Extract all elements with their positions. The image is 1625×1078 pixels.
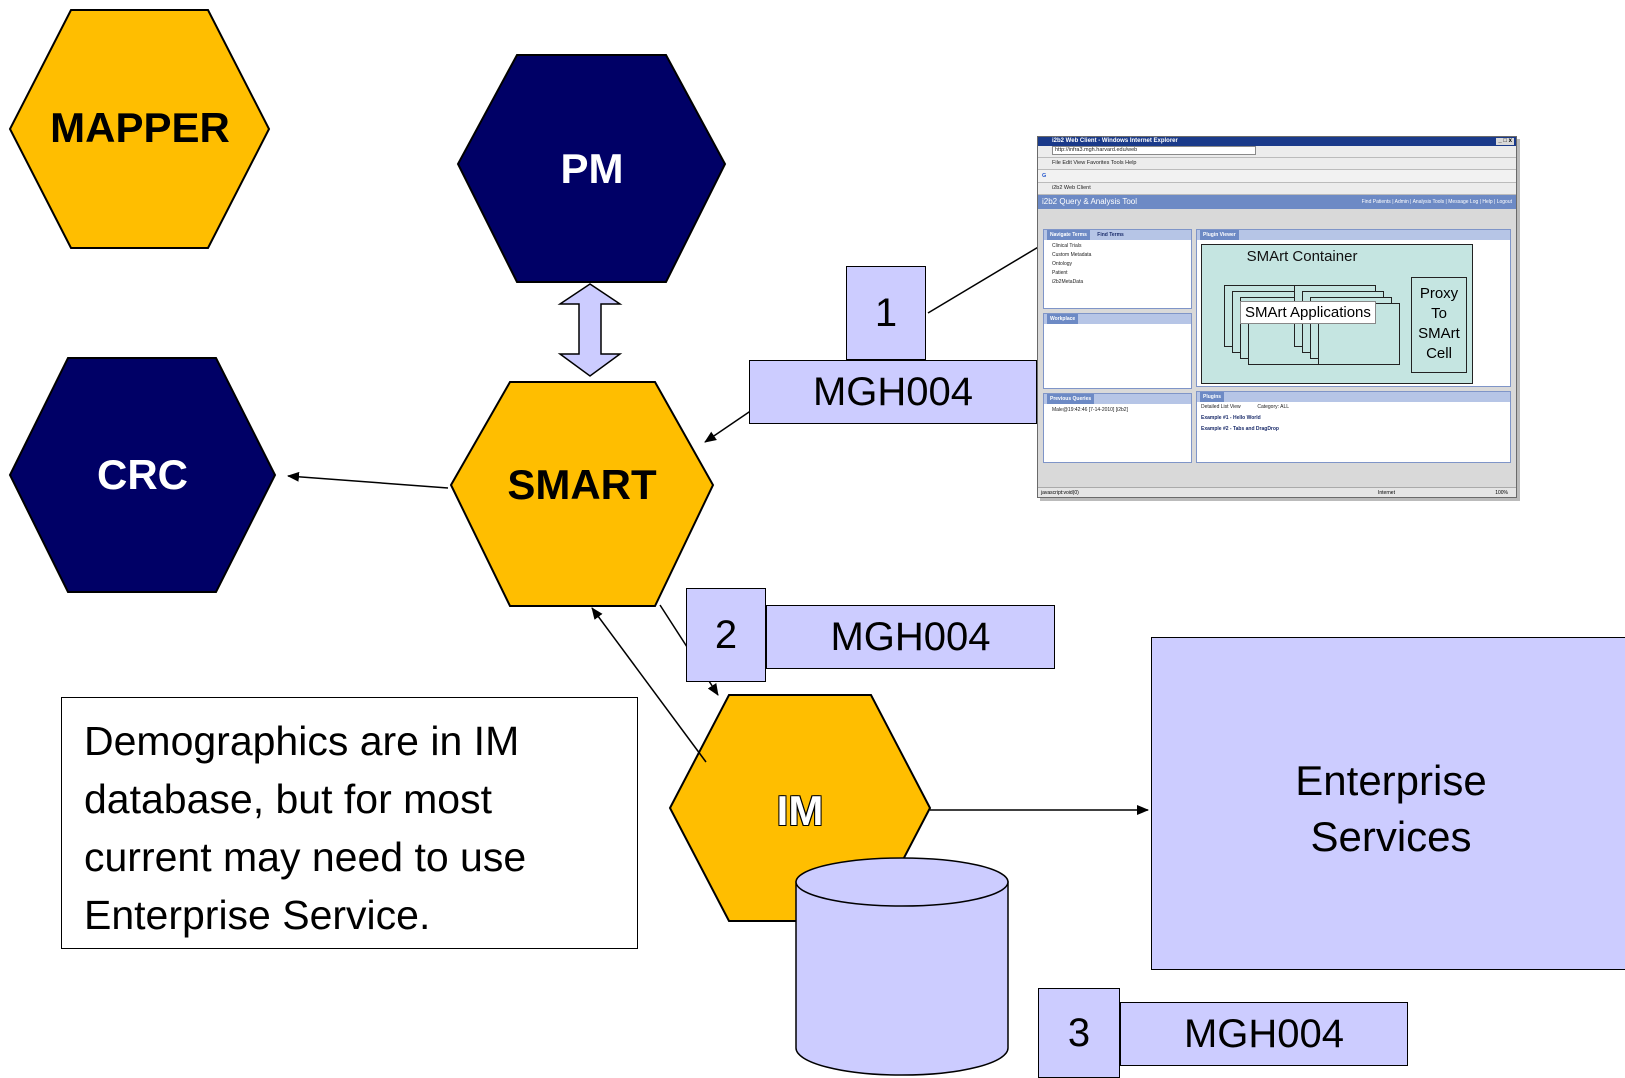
window-title: i2b2 Web Client - Windows Internet Explo… <box>1052 138 1178 144</box>
tree-item: i2b2MetaData <box>1052 279 1084 285</box>
mapper-hexagon <box>8 9 271 249</box>
tree-item: Ontology <box>1052 261 1073 267</box>
plugin-viewer-panel: Plugin Viewer SMArt Container SMArt Appl… <box>1196 229 1511 387</box>
pm-smart-double-arrow <box>557 283 623 377</box>
tab-bar: i2b2 Web Client <box>1038 183 1516 195</box>
status-text: javascript:void(0) <box>1041 490 1079 496</box>
plugin-2-title: Example #2 - Tabs and DragDrop <box>1201 426 1279 432</box>
plugins-header: Plugins <box>1197 392 1510 402</box>
panel-tabs: Navigate Terms Find Terms <box>1044 230 1191 240</box>
tree-item: Custom Metadata <box>1052 252 1092 258</box>
step-1-id: MGH004 <box>749 360 1037 424</box>
address-field: http://infra3.mgh.harvard.edu/web <box>1052 146 1256 156</box>
i2b2-browser-screenshot: i2b2 Web Client - Windows Internet Explo… <box>1037 136 1517 498</box>
note-line: current may need to use <box>84 834 527 880</box>
smart-label: SMART <box>507 461 657 508</box>
smart-container-title: SMArt Container <box>1246 248 1358 265</box>
app-header: i2b2 Query & Analysis Tool Find Patients… <box>1038 195 1516 209</box>
mgh004-to-smart-arrow <box>704 409 753 443</box>
enterprise-services-box: Enterprise Services <box>1151 637 1625 970</box>
prev-queries-title: Previous Queries <box>1047 394 1095 404</box>
pm-label: PM <box>560 145 624 192</box>
category-select: Category: ALL <box>1257 404 1290 410</box>
step-2-id: MGH004 <box>766 605 1055 669</box>
smart-to-crc-arrow <box>287 471 449 489</box>
smart-container: SMArt Container SMArt Applications Proxy… <box>1201 244 1473 384</box>
browser-statusbar: javascript:void(0) Internet 100% <box>1038 487 1516 497</box>
workplace-title: Workplace <box>1047 314 1079 324</box>
step-2-number: 2 <box>686 588 766 682</box>
step-3-id: MGH004 <box>1120 1002 1408 1066</box>
proxy-to-smart-cell: Proxy To SMArt Cell <box>1411 277 1467 373</box>
plugin-1-title: Example #1 - Hello World <box>1201 415 1261 421</box>
proxy-line: SMArt <box>1418 325 1460 342</box>
menu-bar: File Edit View Favorites Tools Help <box>1038 158 1516 170</box>
prev-query-item: Male@19:42:46 [7-14-2010] [i2b2] <box>1052 407 1128 413</box>
pm-hexagon <box>456 54 727 283</box>
plugin-item: Example #1 - Hello World <box>1197 413 1510 424</box>
find-terms-tab: Find Terms <box>1094 230 1127 240</box>
note-line: Enterprise Service. <box>84 892 431 938</box>
plugin-viewer-header: Plugin Viewer <box>1197 230 1510 240</box>
navigate-terms-panel: Navigate Terms Find Terms Clinical Trial… <box>1043 229 1192 309</box>
database-icon <box>795 857 1009 1076</box>
zoom-text: 100% <box>1495 490 1508 496</box>
plugins-title: Plugins <box>1200 392 1225 402</box>
workplace-panel: Workplace <box>1043 313 1192 389</box>
google-toolbar: G <box>1038 170 1516 183</box>
prev-queries-header: Previous Queries <box>1044 394 1191 404</box>
tree-item: Patient <box>1052 270 1068 276</box>
workplace-header: Workplace <box>1044 314 1191 324</box>
mapper-label: MAPPER <box>50 104 230 151</box>
crc-label: CRC <box>97 451 188 498</box>
proxy-line: Cell <box>1426 345 1452 362</box>
window-controls-icon: _ □ x <box>1496 138 1514 145</box>
im-label: IM <box>776 787 824 834</box>
step1-to-browser-line <box>927 245 1041 314</box>
step-3-number: 3 <box>1038 988 1120 1078</box>
demographics-note: Demographics are in IM database, but for… <box>61 697 638 949</box>
crc-hexagon <box>8 357 277 593</box>
smart-hexagon <box>449 381 715 607</box>
address-bar: http://infra3.mgh.harvard.edu/web <box>1038 146 1516 158</box>
navigate-terms-tab: Navigate Terms <box>1047 230 1090 240</box>
plugin-item: Example #2 - Tabs and DragDrop <box>1197 424 1510 435</box>
note-line: Demographics are in IM <box>84 718 520 764</box>
smart-applications-label: SMArt Applications <box>1240 301 1376 324</box>
proxy-line: Proxy <box>1419 285 1459 302</box>
app-links: Find Patients | Admin | Analysis Tools |… <box>1361 199 1512 205</box>
plugins-panel: Plugins Detailed List View Category: ALL… <box>1196 391 1511 463</box>
tree-item: Clinical Trials <box>1052 243 1082 249</box>
zone-text: Internet <box>1378 490 1395 496</box>
enterprise-line: Services <box>1310 813 1472 860</box>
window-titlebar: i2b2 Web Client - Windows Internet Explo… <box>1038 137 1516 146</box>
enterprise-line: Enterprise <box>1295 757 1487 804</box>
im-to-smart-arrow <box>591 607 707 763</box>
plugin-viewer-title: Plugin Viewer <box>1200 230 1239 240</box>
note-line: database, but for most <box>84 776 492 822</box>
list-view-select: Detailed List View <box>1201 404 1241 410</box>
step-1-number: 1 <box>846 266 926 360</box>
plugin-filters: Detailed List View Category: ALL <box>1197 402 1510 413</box>
proxy-line: To <box>1431 305 1447 322</box>
app-title: i2b2 Query & Analysis Tool <box>1042 197 1138 206</box>
previous-queries-panel: Previous Queries Male@19:42:46 [7-14-201… <box>1043 393 1192 463</box>
term-tree: Clinical Trials Custom Metadata Ontology… <box>1044 240 1191 287</box>
